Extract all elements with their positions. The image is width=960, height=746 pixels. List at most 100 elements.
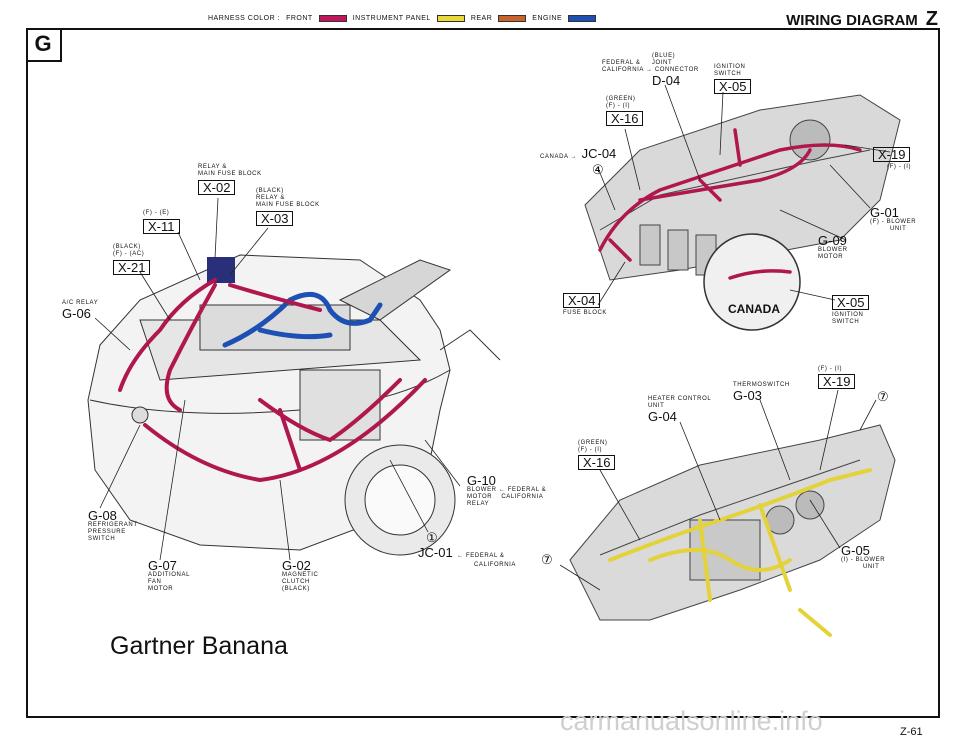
- g10-desc2: MOTOR: [467, 494, 493, 500]
- label-x03: (BLACK) RELAY & MAIN FUSE BLOCK X-03: [256, 188, 320, 228]
- label-x05a: IGNITION SWITCH X-05: [714, 64, 752, 96]
- x19a-code: X-19: [873, 147, 911, 162]
- g03-code: G-03: [733, 388, 762, 403]
- x03-desc2: RELAY &: [256, 195, 285, 201]
- g07-desc2: FAN: [148, 579, 162, 585]
- g10-desc3: RELAY: [467, 501, 490, 507]
- label-g07: G-07 ADDITIONAL FAN MOTOR: [148, 559, 190, 593]
- legend-engine-swatch: [568, 15, 597, 22]
- g10-desc2b: CALIFORNIA: [501, 494, 544, 500]
- x11-code: X-11: [143, 219, 180, 234]
- g10-desc1: BLOWER: [467, 487, 497, 493]
- label-g04: HEATER CONTROL UNIT G-04: [648, 396, 711, 423]
- x03-desc3: MAIN FUSE BLOCK: [256, 202, 320, 208]
- jc04-marker: ④: [592, 162, 604, 177]
- x03-desc1: (BLACK): [256, 188, 284, 194]
- g09-code: G-09: [818, 233, 847, 248]
- x02-code: X-02: [198, 180, 236, 195]
- x11-desc1: (F) - (E): [143, 210, 170, 216]
- legend-rear-swatch: [498, 15, 527, 22]
- x16a-code: X-16: [606, 111, 644, 126]
- instrument-panel-illustration: [569, 424, 896, 621]
- page-title: WIRING DIAGRAM Z: [786, 8, 938, 31]
- dashboard-harness: [598, 128, 862, 280]
- g01-desc2: UNIT: [890, 226, 907, 232]
- x21-desc2: (F) - (AC): [113, 251, 145, 257]
- engine-harness: [222, 291, 383, 348]
- canada-inset-label: CANADA: [728, 302, 780, 316]
- g04-desc1: HEATER CONTROL: [648, 396, 712, 402]
- g01-code: G-01: [870, 205, 899, 220]
- leader-lines: [94, 84, 891, 591]
- label-x05b: X-05 IGNITION SWITCH: [832, 294, 870, 326]
- caption-text: Gartner Banana: [110, 632, 288, 660]
- jc01-code: JC-01: [418, 545, 453, 560]
- label-d04: (BLUE) FEDERAL & JOINT CALIFORNIA → CONN…: [602, 53, 699, 87]
- legend-front-swatch: [318, 15, 347, 22]
- g09-desc1: BLOWER: [818, 247, 848, 253]
- section-letter: Z: [925, 8, 938, 30]
- legend-rear-label: REAR: [470, 15, 493, 22]
- g01-desc1: (F) - BLOWER: [870, 219, 917, 225]
- x05b-code: X-05: [832, 295, 870, 310]
- group-label: G: [26, 28, 62, 62]
- d04-code: D-04: [652, 73, 681, 88]
- jc04-prefix: CANADA →: [540, 154, 578, 160]
- x19b-desc1: (F) - (I): [818, 366, 843, 372]
- g08-desc2: PRESSURE: [88, 529, 126, 535]
- legend-engine-label: ENGINE: [532, 15, 563, 22]
- label-x16b: (GREEN) (F) - (I) X-16: [578, 440, 616, 472]
- g07-desc3: MOTOR: [148, 586, 174, 592]
- g05-desc1: (I) - BLOWER: [841, 557, 886, 563]
- x16b-desc1: (GREEN): [578, 440, 608, 446]
- label-g09: G-09 BLOWER MOTOR: [818, 234, 848, 261]
- instrument-panel-harness: [608, 468, 872, 637]
- label-g10: G-10 BLOWER ← FEDERAL & MOTOR CALIFORNIA…: [467, 474, 546, 508]
- g07-code: G-07: [148, 558, 177, 573]
- d04-desc2b: CONNECTOR: [654, 67, 699, 73]
- d04-desc0: (BLUE): [652, 53, 676, 59]
- page-number: Z-61: [900, 726, 923, 738]
- label-g03: THERMOSWITCH G-03: [733, 382, 790, 402]
- title-text: WIRING DIAGRAM: [786, 12, 918, 29]
- label-g06: A/C RELAY G-06: [62, 300, 98, 320]
- x03-code: X-03: [256, 211, 294, 226]
- main-fuse-block: [207, 257, 235, 283]
- g08-desc3: SWITCH: [88, 536, 116, 542]
- label-x16a: (GREEN) (F) - (I) X-16: [606, 96, 644, 128]
- label-x19a: X-19 (F) - (I): [873, 146, 911, 171]
- x05b-desc1: IGNITION: [832, 312, 864, 318]
- g04-code: G-04: [648, 409, 677, 424]
- g05-desc2: UNIT: [863, 564, 880, 570]
- g10-desc1b: ← FEDERAL &: [498, 487, 547, 493]
- watermark: carmanualsonline.info: [560, 706, 823, 736]
- marker-7-lower: ⑦: [541, 552, 553, 567]
- jc01-desc1: ← FEDERAL &: [457, 553, 505, 559]
- g10-code: G-10: [467, 473, 496, 488]
- g02-desc2: CLUTCH: [282, 579, 310, 585]
- x21-code: X-21: [113, 260, 151, 275]
- x05b-desc2: SWITCH: [832, 319, 860, 325]
- g04-desc2: UNIT: [648, 403, 665, 409]
- x16a-desc1: (GREEN): [606, 96, 636, 102]
- dashboard-illustration: [584, 94, 901, 331]
- jc01-marker: ①: [426, 530, 438, 545]
- label-x19b: (F) - (I) X-19: [818, 366, 856, 391]
- g06-code: G-06: [62, 306, 91, 321]
- marker-7-upper: ⑦: [877, 389, 889, 404]
- g02-code: G-02: [282, 558, 311, 573]
- header: HARNESS COLOR : FRONT INSTRUMENT PANEL R…: [0, 0, 960, 31]
- label-x21: (BLACK) (F) - (AC) X-21: [113, 244, 151, 277]
- d04-desc1b: JOINT: [651, 60, 673, 66]
- d04-desc1: FEDERAL &: [602, 60, 641, 66]
- legend-prefix: HARNESS COLOR :: [208, 15, 281, 22]
- diagram-frame: [26, 28, 940, 718]
- label-x02: RELAY & MAIN FUSE BLOCK X-02: [198, 164, 262, 197]
- x16b-desc2: (F) - (I): [578, 447, 603, 453]
- g08-desc1: REFRIGERANT: [88, 522, 138, 528]
- x04-code: X-04: [563, 293, 601, 308]
- front-harness: [118, 278, 427, 483]
- label-jc04: CANADA → JC-04 ④: [540, 145, 616, 176]
- x19a-desc1: (F) - (I): [887, 164, 912, 170]
